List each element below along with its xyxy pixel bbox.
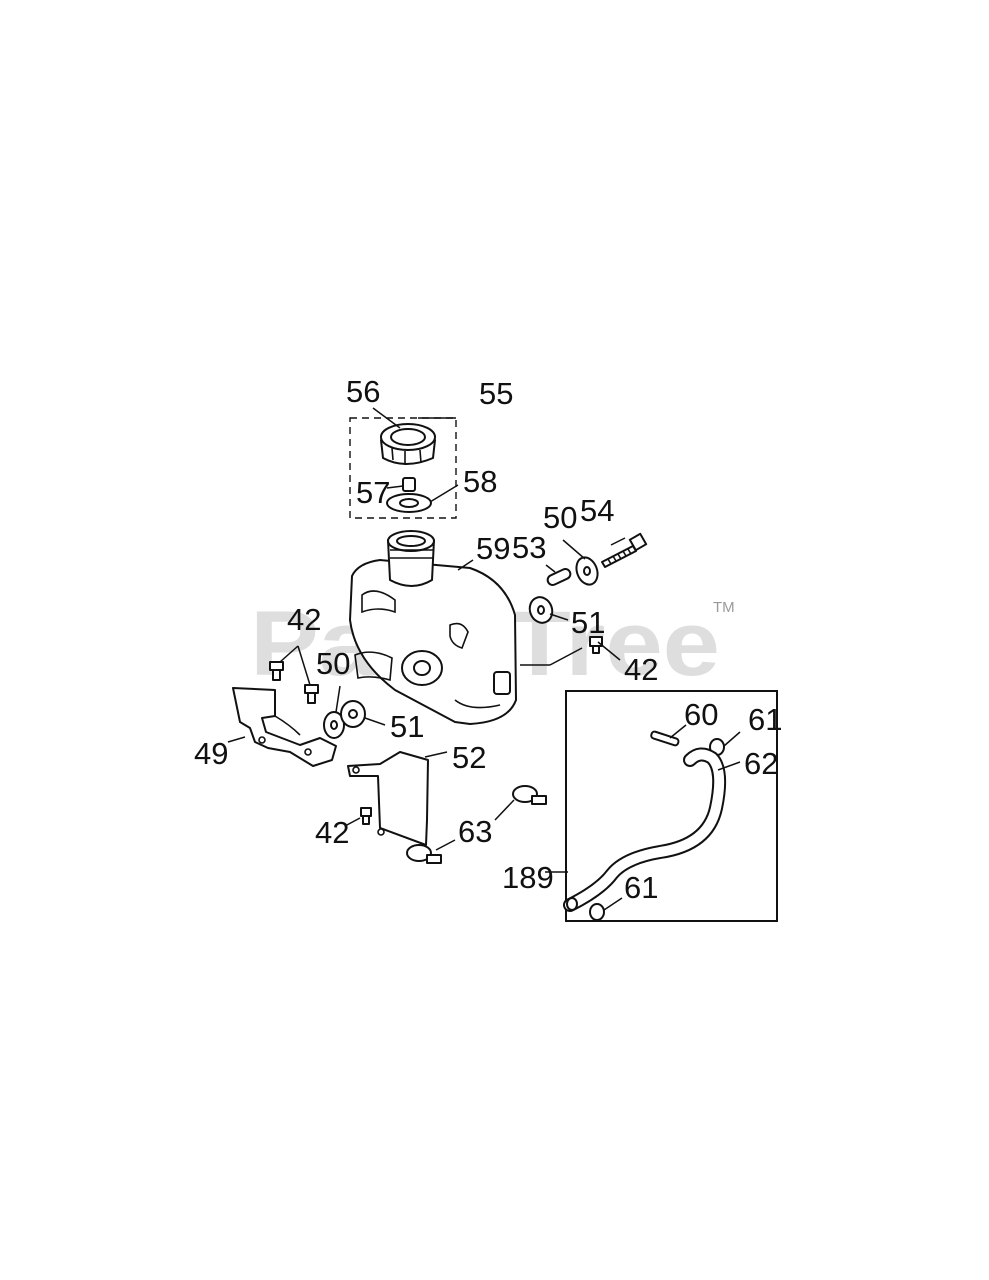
screw-42-left-b xyxy=(304,684,319,704)
screw-42-left-a xyxy=(269,661,284,681)
callout-51-right: 51 xyxy=(571,605,605,640)
washer-right xyxy=(575,556,599,586)
callout-labels: 56 55 57 58 59 50 54 53 51 42 42 50 51 4… xyxy=(194,374,782,905)
callout-189: 189 xyxy=(502,860,554,895)
fuel-cap-assembly-box xyxy=(349,417,457,519)
callout-50-right: 50 xyxy=(543,500,577,535)
washer-51-left xyxy=(340,700,366,728)
callout-54: 54 xyxy=(580,493,614,528)
callout-49: 49 xyxy=(194,736,228,771)
callout-61-top: 61 xyxy=(748,702,782,737)
callout-52: 52 xyxy=(452,740,486,775)
callout-59: 59 xyxy=(476,531,510,566)
mounting-plate xyxy=(347,751,429,846)
callout-61-bottom: 61 xyxy=(624,870,658,905)
callout-55: 55 xyxy=(479,376,513,411)
callout-42-right: 42 xyxy=(624,652,658,687)
cap-gasket xyxy=(386,493,432,513)
tank-bracket xyxy=(232,687,337,767)
leader-lines xyxy=(227,407,741,911)
callout-42-bottom: 42 xyxy=(315,815,349,850)
clamp-63-lower xyxy=(406,844,442,864)
screw-42-right xyxy=(589,636,603,654)
screw-42-bottom xyxy=(360,807,372,825)
callout-58: 58 xyxy=(463,464,497,499)
callout-57: 57 xyxy=(356,475,390,510)
callout-53: 53 xyxy=(512,530,546,565)
hose-clamp-bottom xyxy=(589,903,605,921)
callout-62: 62 xyxy=(744,746,778,781)
fuel-line xyxy=(563,747,727,912)
cap-vent xyxy=(402,477,416,492)
fuel-filter xyxy=(650,730,680,747)
callout-51-left: 51 xyxy=(390,709,424,744)
washer-50-left xyxy=(323,711,345,739)
callout-50-left: 50 xyxy=(316,646,350,681)
fuel-tank xyxy=(349,530,517,725)
callout-56: 56 xyxy=(346,374,380,409)
clamp-63-upper xyxy=(512,785,547,805)
callout-60: 60 xyxy=(684,697,718,732)
tank-bolt xyxy=(601,532,648,568)
callout-42-left: 42 xyxy=(287,602,321,637)
watermark-trademark: TM xyxy=(713,599,735,616)
fuel-cap xyxy=(380,423,436,465)
fuel-line-kit-box xyxy=(565,690,778,922)
callout-63: 63 xyxy=(458,814,492,849)
tank-spacer xyxy=(546,568,572,586)
washer-51-right xyxy=(528,596,554,624)
